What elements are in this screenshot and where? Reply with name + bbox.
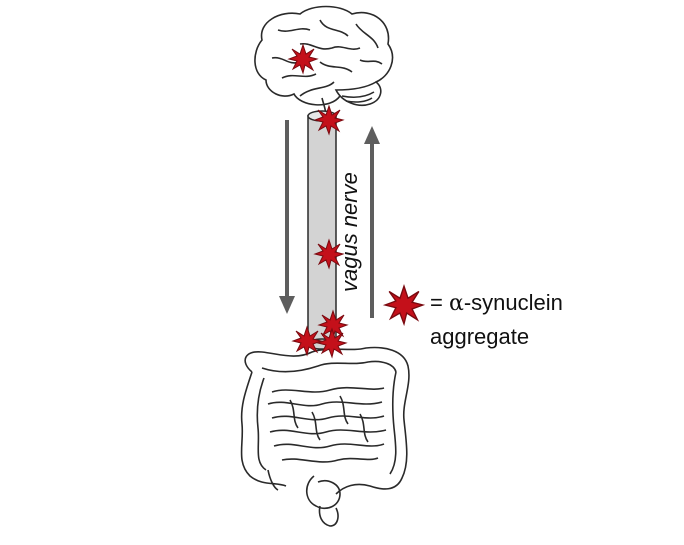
legend-aggregate-icon	[382, 283, 426, 327]
legend-alpha-symbol: α	[448, 291, 464, 316]
vagus-nerve-label: vagus nerve	[337, 172, 362, 292]
aggregate-star-icon	[314, 239, 344, 269]
up-arrow-icon	[364, 126, 380, 318]
intestine-icon	[240, 346, 410, 527]
down-arrow-icon	[279, 120, 295, 314]
legend-term: -synuclein	[463, 290, 563, 315]
aggregate-star-icon	[292, 326, 322, 356]
aggregate-star-icon	[288, 44, 318, 74]
legend-line-1: = α-synuclein	[430, 290, 563, 316]
brain-icon	[254, 5, 394, 117]
legend-equals: =	[430, 290, 449, 315]
legend-line-2: aggregate	[430, 324, 530, 349]
aggregate-star-icon	[314, 105, 344, 135]
aggregate-star-icon	[317, 328, 347, 358]
